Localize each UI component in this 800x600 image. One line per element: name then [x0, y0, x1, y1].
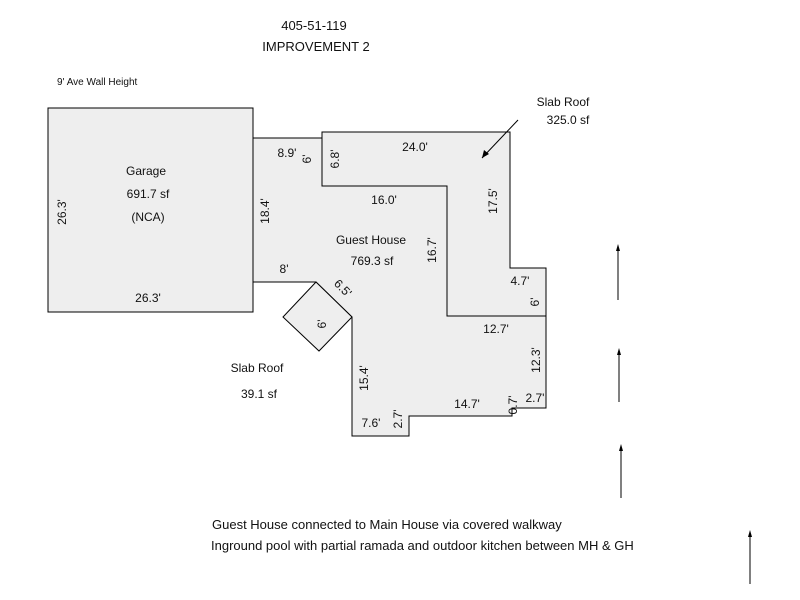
dim-16-0: 16.0' [371, 193, 397, 207]
dim-8: 8' [280, 262, 289, 276]
guest-house-name: Guest House [336, 233, 406, 247]
dim-2-7-left: 2.7' [391, 410, 405, 429]
garage-dim-left: 26.3' [55, 199, 69, 225]
north-arrow-4 [748, 530, 752, 584]
slab-roof-small-name: Slab Roof [231, 361, 284, 375]
garage-area: 691.7 sf [127, 187, 170, 201]
dim-6-8: 6.8' [328, 150, 342, 169]
small-slab-roof-shape [282, 281, 353, 352]
dim-4-7: 4.7' [511, 274, 530, 288]
north-arrow-3 [619, 444, 623, 498]
garage-dim-bottom: 26.3' [135, 291, 161, 305]
improvement-title: IMPROVEMENT 2 [262, 39, 369, 54]
north-arrow-2 [617, 348, 621, 402]
dim-6-top: 6' [300, 155, 314, 164]
dim-17-5: 17.5' [486, 188, 500, 214]
slab-roof-boundary [321, 138, 546, 317]
dim-14-7: 14.7' [454, 397, 480, 411]
parcel-number: 405-51-119 [281, 18, 347, 33]
slab-roof-large-arrowhead [482, 150, 489, 158]
dim-16-7: 16.7' [425, 237, 439, 263]
dim-6-right: 6' [528, 298, 542, 307]
guest-house-area: 769.3 sf [351, 254, 394, 268]
guest-house-shape [252, 131, 547, 437]
garage-shape [47, 107, 254, 313]
slab-roof-large-name: Slab Roof [537, 95, 590, 109]
slab-roof-large-area: 325.0 sf [547, 113, 590, 127]
dim-18-4: 18.4' [258, 198, 272, 224]
dim-8-9: 8.9' [278, 146, 297, 160]
garage-name: Garage [126, 164, 166, 178]
note-walkway: Guest House connected to Main House via … [212, 517, 562, 532]
dim-7-6: 7.6' [362, 416, 381, 430]
dim-2-7-right: 2.7' [526, 391, 545, 405]
note-pool: Inground pool with partial ramada and ou… [211, 538, 634, 553]
wall-height-note: 9' Ave Wall Height [57, 77, 138, 88]
dim-12-3: 12.3' [529, 347, 543, 373]
dim-24-0: 24.0' [402, 140, 428, 154]
dim-15-4: 15.4' [357, 365, 371, 391]
small-slab-dim: 6' [315, 320, 329, 329]
slab-roof-large-leader [481, 119, 519, 159]
dim-0-7: 0.7' [506, 396, 520, 415]
dim-12-7: 12.7' [483, 322, 509, 336]
garage-tag: (NCA) [131, 210, 164, 224]
slab-roof-small-area: 39.1 sf [241, 387, 278, 401]
north-arrow-1 [616, 244, 620, 300]
